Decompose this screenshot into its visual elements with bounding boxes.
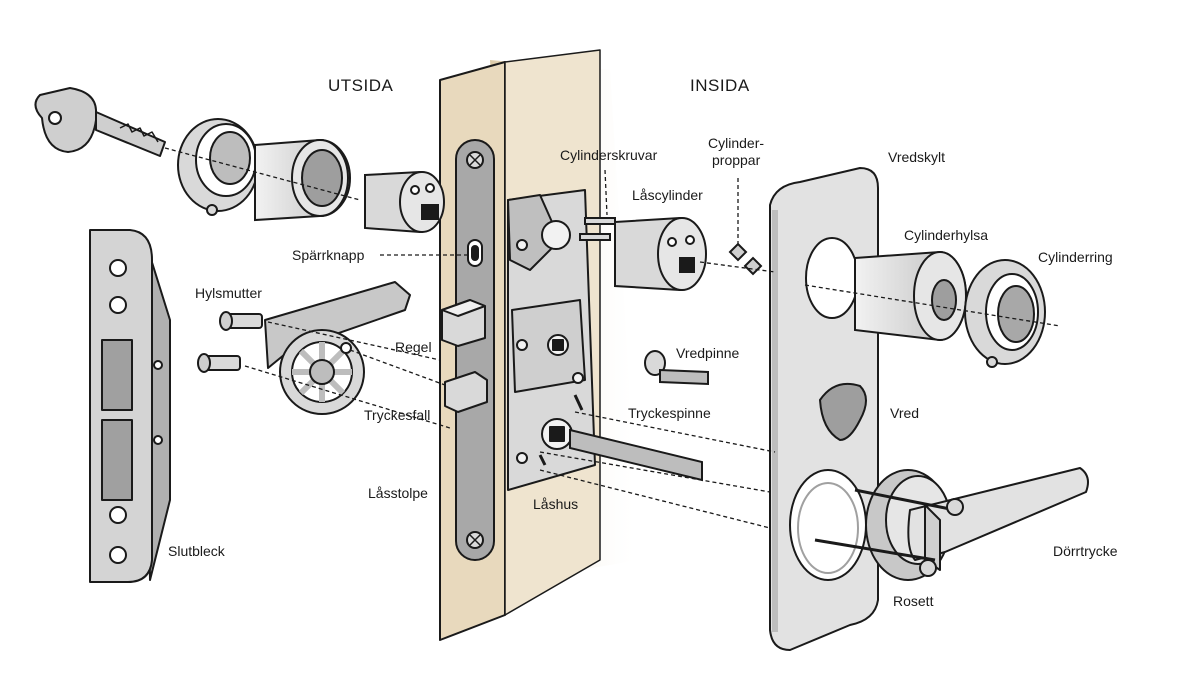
vredpinne-part	[644, 350, 709, 386]
key	[34, 87, 166, 157]
label-tryckespinne: Tryckespinne	[628, 405, 711, 421]
inside-handle	[814, 467, 1089, 581]
label-cylinderhylsa: Cylinderhylsa	[904, 227, 989, 243]
label-tryckesfall: Tryckesfall	[364, 407, 431, 423]
inside-lock-cylinder	[614, 216, 707, 292]
inside-cylinder-sleeve	[854, 250, 967, 342]
label-cylinderskruvar: Cylinderskruvar	[560, 147, 658, 163]
label-slutbleck: Slutbleck	[168, 543, 225, 559]
vred-part	[818, 382, 867, 442]
vredskylt-plate	[769, 167, 879, 651]
inside-cylinder-ring	[964, 259, 1046, 368]
hylsmutter-parts	[197, 311, 263, 373]
slutbleck-plate	[89, 229, 171, 583]
label-vredpinne: Vredpinne	[676, 345, 740, 361]
label-sparrknapp: Spärrknapp	[292, 247, 365, 263]
label-cylinderproppar-line1: Cylinder-	[708, 135, 765, 151]
label-lashus: Låshus	[533, 496, 579, 512]
alignment-lines	[164, 147, 1061, 529]
lasstolpe-plate	[455, 139, 495, 561]
heading-outside: UTSIDA	[328, 76, 394, 95]
label-regel: Regel	[395, 339, 432, 355]
label-cylinderring: Cylinderring	[1038, 249, 1113, 265]
label-vredskylt: Vredskylt	[888, 149, 946, 165]
outside-cylinder-sleeve	[254, 138, 351, 222]
label-rosett: Rosett	[893, 593, 934, 609]
regel-bolt	[441, 299, 486, 347]
lashus-body	[507, 189, 596, 491]
label-cylinderproppar-line2: proppar	[712, 152, 761, 168]
label-lasstolpe: Låsstolpe	[368, 485, 428, 501]
outside-handle	[264, 281, 411, 415]
heading-inside: INSIDA	[690, 76, 750, 95]
label-vred: Vred	[890, 405, 920, 421]
label-hylsmutter: Hylsmutter	[195, 285, 262, 301]
outside-cylinder-ring	[177, 118, 259, 216]
tryckesfall-latch	[444, 371, 488, 413]
outside-lock-cylinder	[364, 170, 445, 234]
label-dorrtrycke: Dörrtrycke	[1053, 543, 1118, 559]
label-lascylinder: Låscylinder	[632, 187, 703, 203]
